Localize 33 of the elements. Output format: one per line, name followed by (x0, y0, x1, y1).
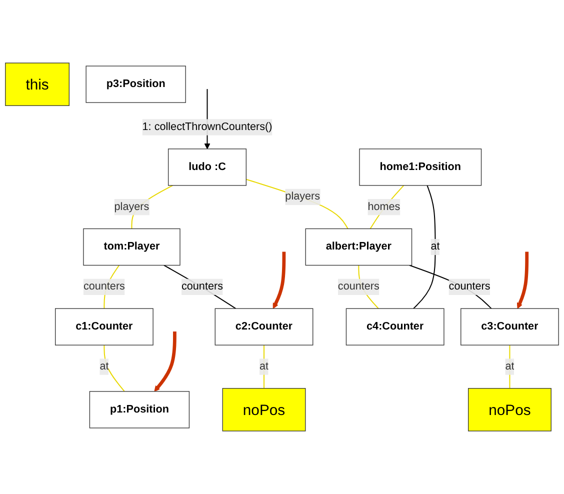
edge-label: homes (368, 201, 400, 212)
edge-label: at (259, 360, 269, 372)
arrow (154, 332, 176, 392)
connector (164, 264, 236, 309)
node-box: p3:Position (86, 66, 186, 103)
edge-label: counters (338, 280, 380, 292)
node-box: tom:Player (83, 228, 180, 266)
connector (413, 185, 436, 309)
node-box: c3:Counter (460, 308, 559, 346)
arrow (272, 252, 286, 309)
node-box: noPos (468, 388, 552, 432)
edge-label: 1: collectThrownCounters() (142, 121, 272, 133)
connector (104, 345, 125, 392)
edge-label: players (285, 190, 320, 202)
connector (409, 264, 492, 309)
node-box: home1:Position (359, 148, 482, 186)
node-box: noPos (222, 388, 306, 432)
edge-label: at (430, 240, 440, 252)
edge-label: counters (181, 280, 223, 292)
edge-label: at (100, 360, 109, 372)
node-box: c4:Counter (346, 308, 444, 346)
node-box: c2:Counter (214, 308, 314, 346)
edge-label: at (505, 360, 514, 372)
node-box: albert:Player (305, 228, 412, 266)
arrow (516, 252, 529, 309)
connector (246, 178, 348, 229)
node-box: ludo :C (168, 148, 247, 186)
edge-label: counters (83, 280, 125, 292)
edge-label: players (114, 201, 150, 212)
node-box: this (5, 62, 70, 106)
edge-label: counters (448, 280, 490, 292)
node-box: p1:Position (89, 391, 190, 428)
node-box: c1:Counter (55, 308, 154, 346)
